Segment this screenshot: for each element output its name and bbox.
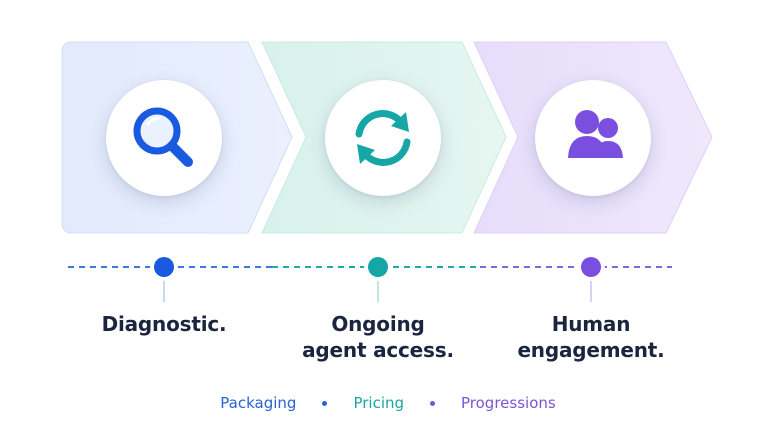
human-engagement-icon-badge bbox=[535, 80, 651, 196]
stage-label-line: Diagnostic. bbox=[101, 312, 227, 336]
people-icon bbox=[568, 110, 623, 158]
timeline-marker-human-engagement bbox=[577, 253, 605, 302]
stage-label-line: engagement. bbox=[517, 338, 665, 362]
stage-label-agent-access: Ongoing agent access. bbox=[268, 311, 488, 363]
refresh-icon bbox=[355, 110, 411, 166]
diagnostic-icon-badge bbox=[106, 80, 222, 196]
legend-separator-dot bbox=[430, 400, 436, 406]
legend-pricing: Pricing bbox=[353, 394, 405, 412]
stage-label-human-engagement: Human engagement. bbox=[481, 311, 701, 363]
stage-label-line: agent access. bbox=[302, 338, 454, 362]
timeline-marker-agent-access bbox=[364, 253, 392, 302]
legend: Packaging Pricing Progressions bbox=[0, 392, 776, 414]
legend-packaging: Packaging bbox=[220, 394, 297, 412]
timeline-marker-diagnostic bbox=[150, 253, 178, 302]
stage-label-diagnostic: Diagnostic. bbox=[54, 311, 274, 337]
legend-progressions: Progressions bbox=[461, 394, 556, 412]
magnifier-icon bbox=[133, 107, 193, 167]
legend-separator-dot bbox=[322, 400, 328, 406]
agent-access-icon-badge bbox=[325, 80, 441, 196]
stage-label-line: Human bbox=[551, 312, 631, 336]
stage-label-line: Ongoing bbox=[331, 312, 425, 336]
